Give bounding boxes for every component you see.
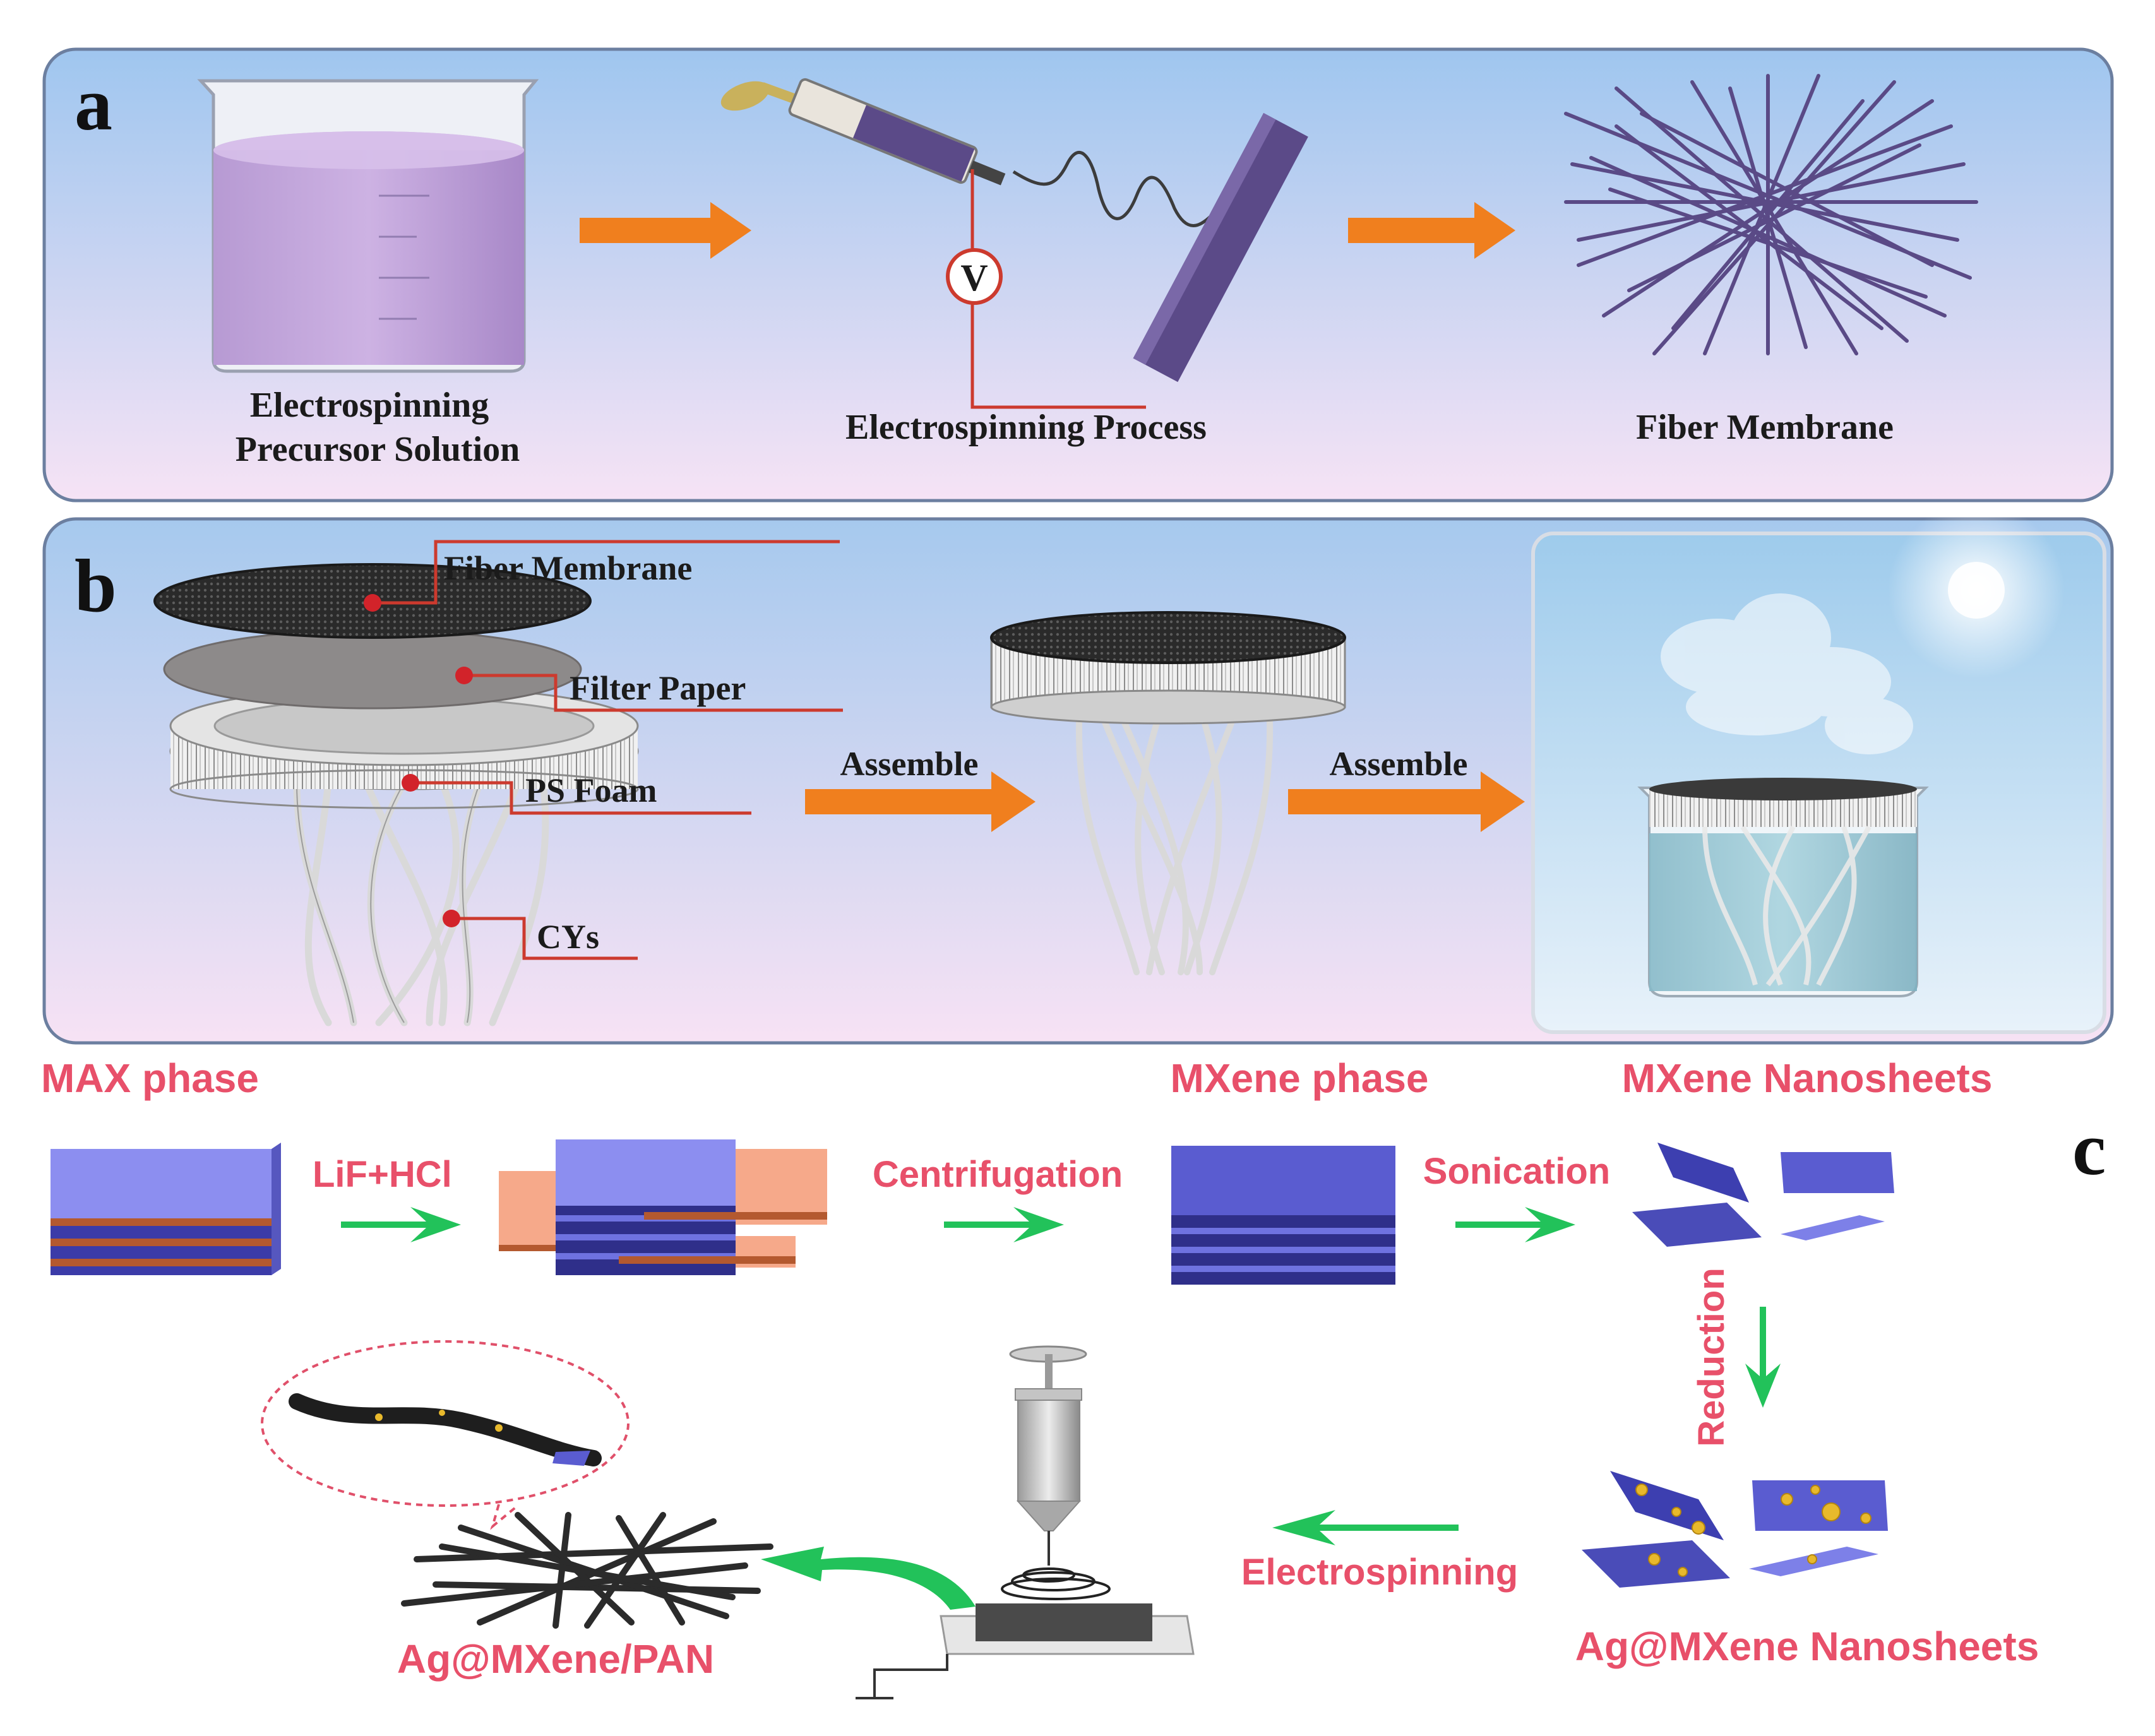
fiber-membrane-mesh bbox=[1564, 74, 1978, 355]
label-reduction: Reduction bbox=[1691, 1268, 1732, 1447]
label-cys: CYs bbox=[537, 918, 599, 956]
panel-b-letter: b bbox=[75, 544, 117, 627]
panel-a: a Electrospinning Precursor Solution bbox=[42, 47, 2114, 502]
magnified-fiber-callout bbox=[261, 1340, 630, 1530]
step3-label: Fiber Membrane bbox=[1636, 408, 1894, 447]
electrospinning-apparatus: V bbox=[720, 78, 1308, 409]
orange-arrow-icon bbox=[1288, 771, 1525, 832]
exploded-device-stack bbox=[153, 540, 843, 1026]
voltmeter-label: V bbox=[960, 257, 988, 299]
label-ps-foam: PS Foam bbox=[525, 771, 657, 809]
mxene-phase-block bbox=[1171, 1146, 1395, 1285]
panel-c: c MAX phase MXene phase MXene Nanosheets… bbox=[41, 1055, 2106, 1699]
green-arrow-icon bbox=[341, 1207, 461, 1242]
max-phase-block bbox=[51, 1143, 281, 1275]
label-sonication: Sonication bbox=[1423, 1151, 1610, 1192]
mxene-nanosheets bbox=[1632, 1143, 1894, 1247]
step1-label-line2: Precursor Solution bbox=[236, 430, 520, 469]
panel-a-background bbox=[42, 47, 2114, 502]
label-mxene-nanosheets: MXene Nanosheets bbox=[1622, 1055, 1993, 1101]
label-filter-paper: Filter Paper bbox=[570, 669, 746, 707]
orange-arrow-icon bbox=[805, 771, 1036, 832]
orange-arrow-icon bbox=[580, 202, 751, 259]
label-fiber-membrane: Fiber Membrane bbox=[444, 549, 692, 587]
label-ag-mxene-pan: Ag@MXene/PAN bbox=[397, 1636, 714, 1682]
step2-label: Electrospinning Process bbox=[845, 408, 1207, 447]
green-arrow-icon bbox=[1272, 1510, 1459, 1545]
orange-arrow-icon bbox=[1348, 202, 1515, 259]
assemble-label-2: Assemble bbox=[1330, 745, 1468, 783]
assemble-label-1: Assemble bbox=[840, 745, 979, 783]
ag-mxene-pan-fiber-mat bbox=[401, 1512, 773, 1629]
beaker-precursor-solution bbox=[197, 79, 539, 373]
voltmeter-icon bbox=[946, 248, 1003, 305]
green-arrow-icon bbox=[944, 1207, 1064, 1242]
label-max-phase: MAX phase bbox=[41, 1055, 259, 1101]
panel-a-letter: a bbox=[75, 62, 112, 146]
label-lif-hcl: LiF+HCl bbox=[313, 1154, 452, 1195]
panel-c-letter: c bbox=[2072, 1107, 2106, 1191]
panel-b: b bbox=[42, 502, 2114, 1045]
green-arrow-icon bbox=[761, 1547, 976, 1610]
evaporation-scene bbox=[1531, 502, 2106, 1034]
step1-label-line1: Electrospinning bbox=[250, 386, 489, 425]
green-arrow-icon bbox=[1455, 1207, 1575, 1242]
assembled-device bbox=[990, 611, 1346, 975]
ag-mxene-nanosheets bbox=[1582, 1471, 1888, 1588]
green-arrow-icon bbox=[1745, 1307, 1781, 1408]
label-electrospinning: Electrospinning bbox=[1241, 1552, 1518, 1593]
etched-max-block bbox=[499, 1139, 827, 1275]
label-mxene-phase: MXene phase bbox=[1170, 1055, 1428, 1101]
label-centrifugation: Centrifugation bbox=[873, 1154, 1123, 1195]
label-ag-mxene-nanosheets: Ag@MXene Nanosheets bbox=[1575, 1624, 2039, 1669]
electrospinning-setup bbox=[856, 1345, 1195, 1699]
